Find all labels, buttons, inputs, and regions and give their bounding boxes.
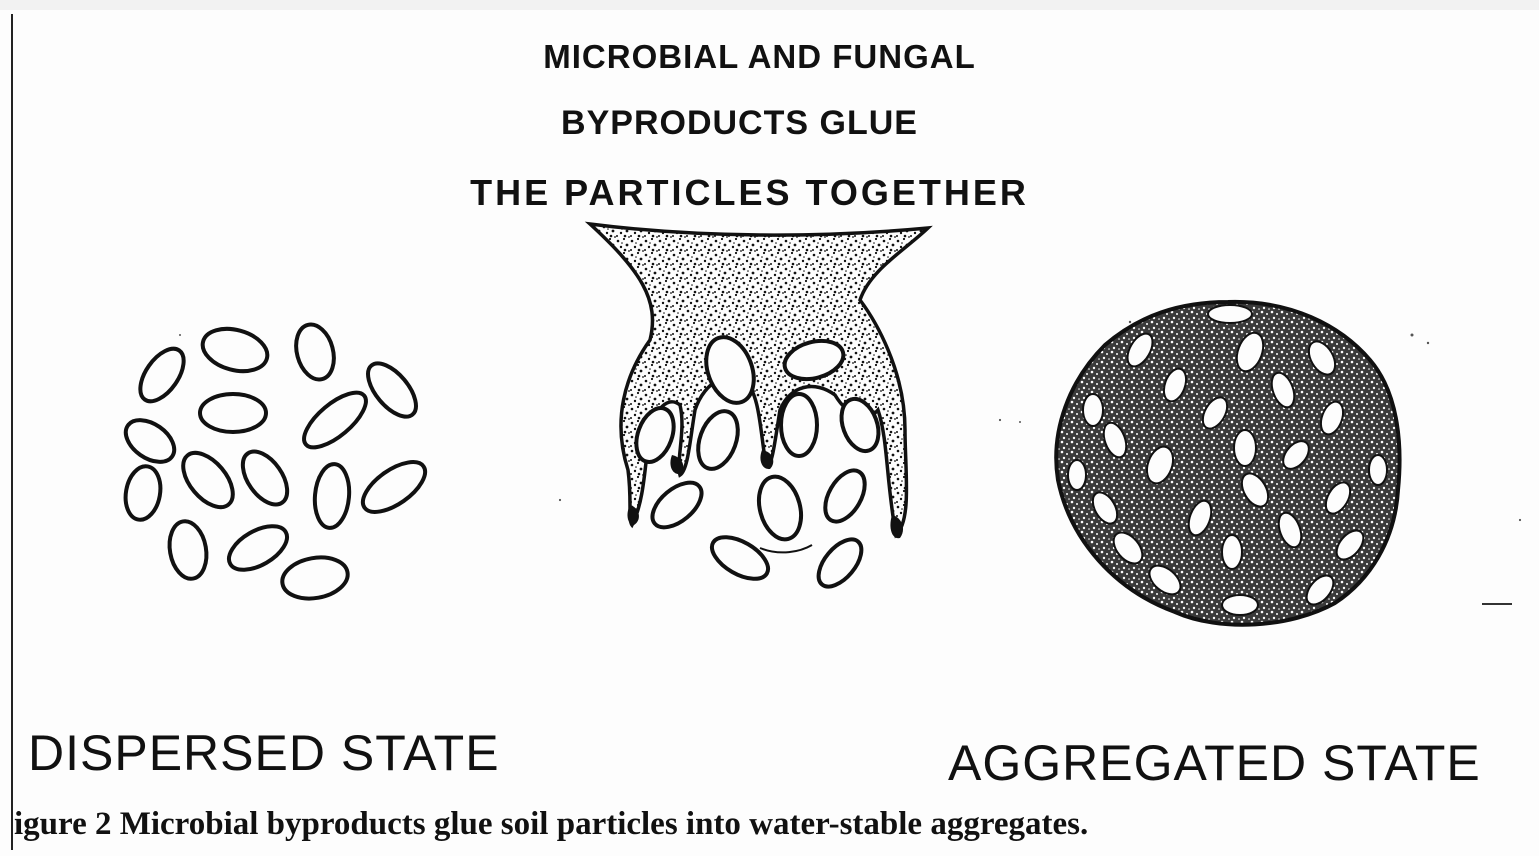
dispersed-particles (118, 320, 433, 603)
aggregate-clump (1056, 302, 1399, 625)
aggregated-state-label: AGGREGATED STATE (948, 734, 1481, 792)
figure-caption: igure 2 Microbial byproducts glue soil p… (14, 806, 1088, 843)
dispersed-state-label: DISPERSED STATE (28, 724, 500, 782)
